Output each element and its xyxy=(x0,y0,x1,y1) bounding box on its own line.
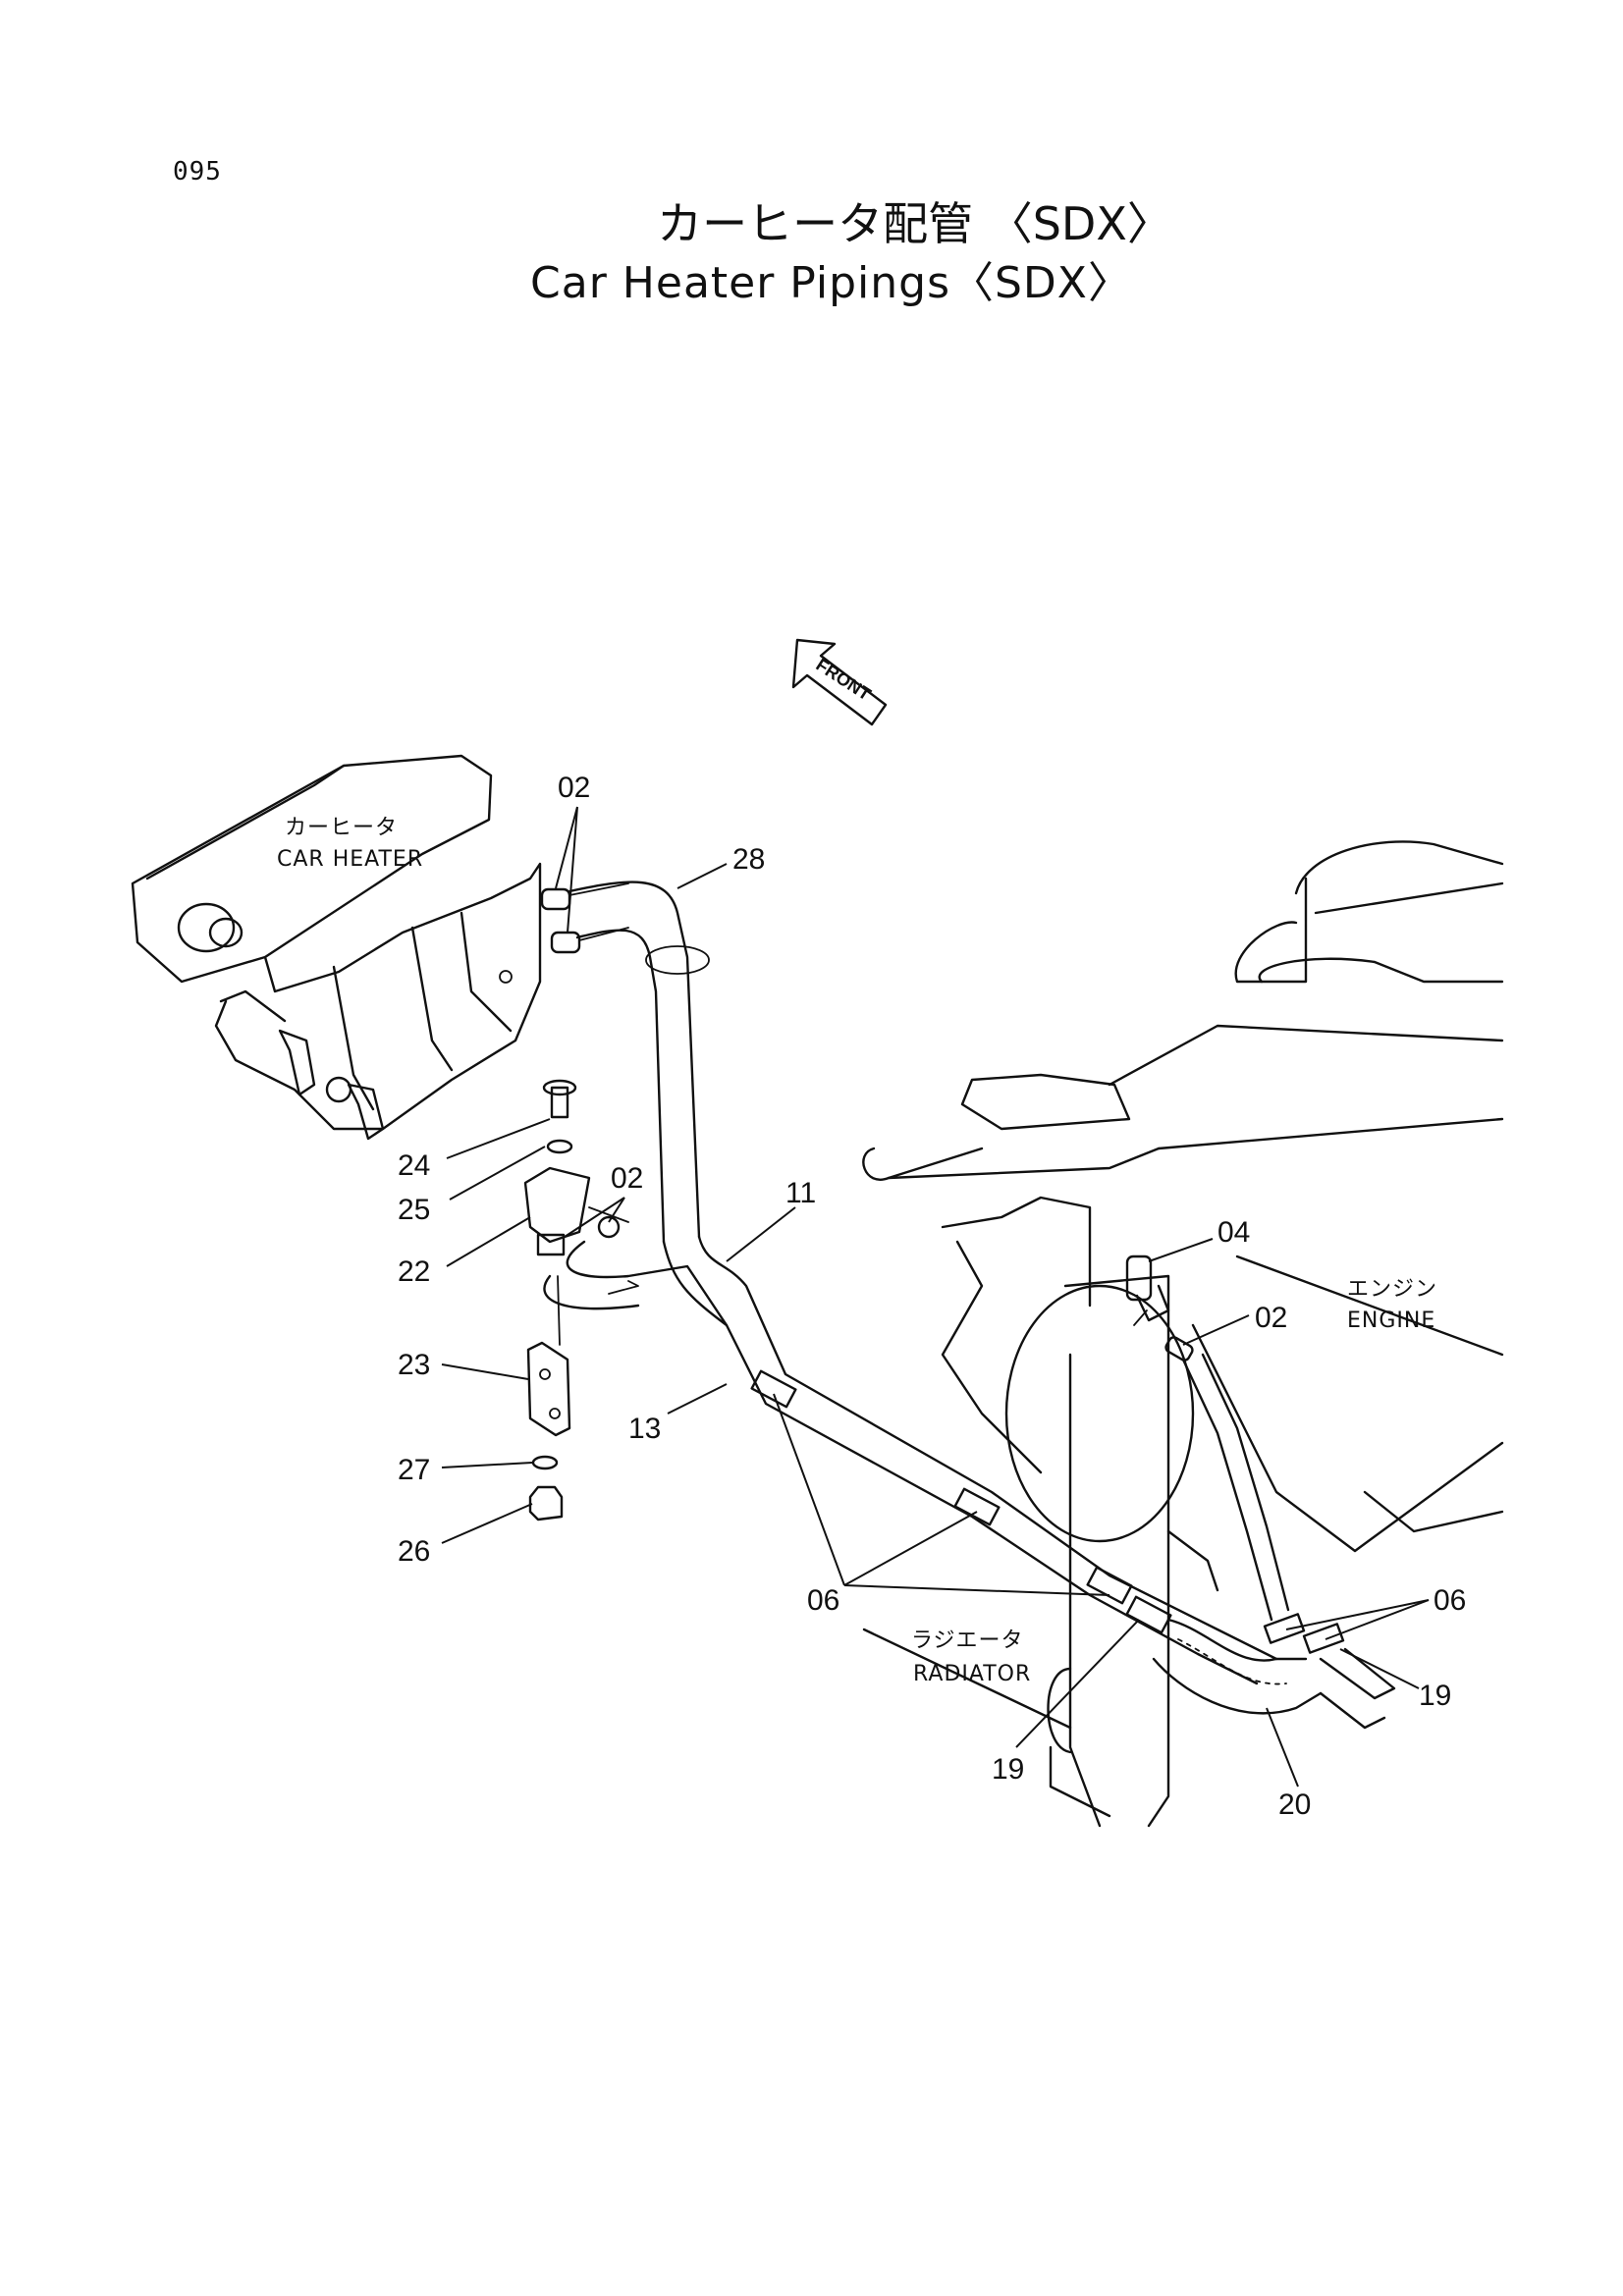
page-number: 095 xyxy=(173,157,222,187)
callout-26: 26 xyxy=(398,1535,430,1568)
callout-06-hose: 06 xyxy=(807,1584,839,1617)
front-arrow-icon: FRONT xyxy=(791,638,888,726)
callout-28: 28 xyxy=(732,843,765,876)
callout-02-heater: 02 xyxy=(558,772,590,804)
callout-27: 27 xyxy=(398,1454,430,1486)
hose-11 xyxy=(662,1235,1278,1685)
engine-block xyxy=(862,840,1504,1553)
radiator-label-en: RADIATOR xyxy=(913,1662,1031,1686)
callout-06-radiator: 06 xyxy=(1434,1584,1466,1617)
callout-04: 04 xyxy=(1217,1216,1250,1249)
callout-19-right: 19 xyxy=(1419,1680,1451,1712)
callout-22: 22 xyxy=(398,1255,430,1288)
hose-13 xyxy=(543,1240,729,1327)
hose-clamps-06 xyxy=(750,1369,1345,1654)
bolt-26 xyxy=(528,1485,564,1522)
washer-25 xyxy=(546,1139,573,1154)
engine-label-jp: エンジン xyxy=(1347,1277,1437,1302)
car-heater-label-jp: カーヒータ xyxy=(285,816,398,840)
fitting-04 xyxy=(1125,1255,1170,1326)
bracket-23 xyxy=(526,1275,571,1437)
callout-23: 23 xyxy=(398,1349,430,1381)
callout-02-engine: 02 xyxy=(1255,1302,1287,1334)
car-heater-unit xyxy=(131,754,542,1141)
callout-11: 11 xyxy=(785,1177,816,1209)
hose-20 xyxy=(1152,1618,1396,1730)
callout-20: 20 xyxy=(1278,1789,1311,1821)
bolt-24 xyxy=(542,1079,577,1119)
hose-28 xyxy=(568,881,710,1244)
car-heater-label-en: CAR HEATER xyxy=(277,847,423,872)
washer-27 xyxy=(531,1455,559,1470)
callout-02-valve: 02 xyxy=(611,1162,643,1195)
radiator-label-jp: ラジエータ xyxy=(911,1629,1024,1653)
callout-19-left: 19 xyxy=(992,1753,1024,1786)
callout-25: 25 xyxy=(398,1194,430,1226)
page-title-japanese: カーヒータ配管 〈SDX〉 xyxy=(657,197,1172,250)
water-valve-22 xyxy=(523,1166,629,1256)
front-label: FRONT xyxy=(813,655,875,705)
callout-leaders xyxy=(441,806,1430,1788)
engine-label-en: ENGINE xyxy=(1347,1308,1435,1333)
callout-13: 13 xyxy=(628,1413,661,1445)
callout-24: 24 xyxy=(398,1149,430,1182)
page-title-english: Car Heater Pipings〈SDX〉 xyxy=(530,258,1132,308)
heater-hose-clamps xyxy=(540,882,629,954)
radiator xyxy=(862,1274,1219,1828)
